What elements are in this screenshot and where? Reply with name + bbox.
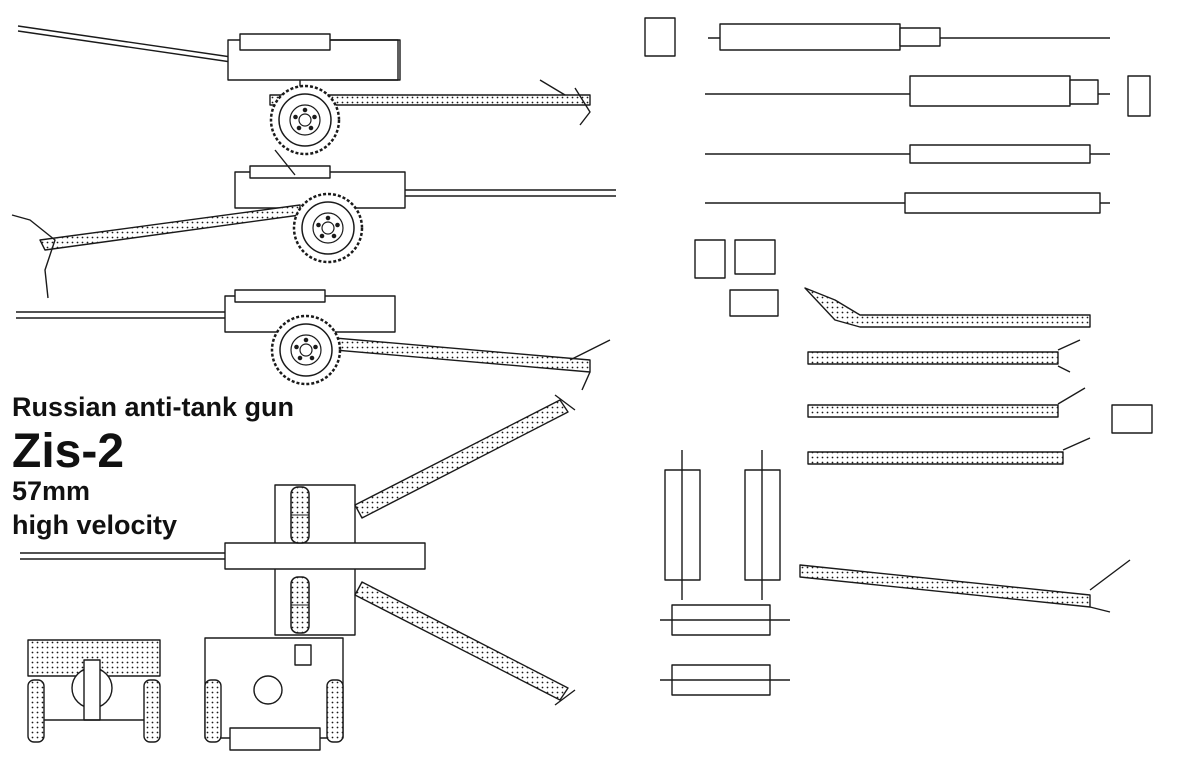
rear-view [204,637,344,751]
mount-details [694,239,779,317]
side-view-travel [17,25,591,156]
barrel-details [644,17,1151,214]
velocity-label: high velocity [12,510,178,540]
front-view [27,639,161,743]
caliber-label: 57mm [12,476,91,506]
side-view-firing [11,149,616,299]
side-view-lowered [16,289,611,391]
gun-model-title: Zis-2 [12,425,125,478]
top-view [20,394,576,706]
axle-details [660,450,790,696]
trail-details [799,287,1153,613]
gun-type-label: Russian anti-tank gun [12,392,295,422]
